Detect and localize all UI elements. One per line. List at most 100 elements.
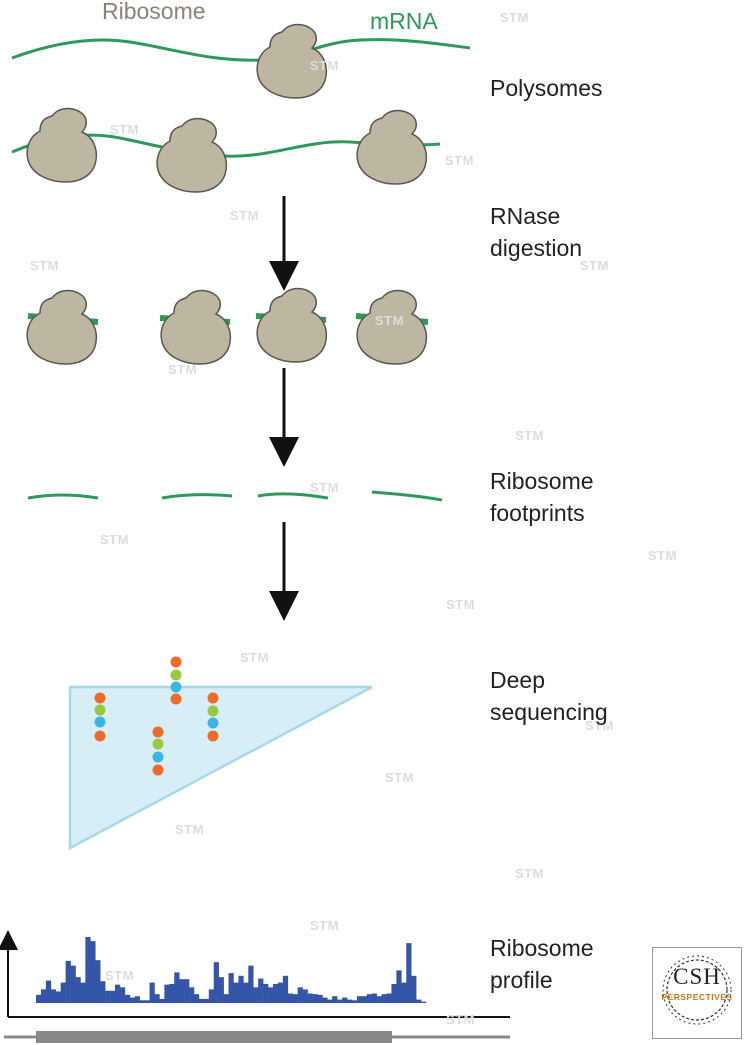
- profile-bar: [263, 983, 269, 1003]
- profile-bar: [411, 975, 417, 1003]
- profile-bar: [287, 993, 294, 1003]
- profile-label-line2: profile: [490, 967, 553, 993]
- footprint-4: [371, 490, 443, 502]
- read-cluster-1: [94, 692, 106, 742]
- ribosome-profile-label: Ribosome profile: [490, 932, 594, 996]
- watermark: STM: [105, 968, 134, 983]
- profile-bar: [366, 994, 372, 1003]
- profile-bar: [381, 994, 387, 1003]
- profile-bar: [134, 996, 140, 1003]
- profile-bar: [238, 975, 244, 1003]
- read-cluster-3: [207, 692, 219, 742]
- mrna-strand-top: [11, 38, 471, 62]
- csh-perspectives-logo: CSH PERSPECTIVES: [652, 947, 742, 1039]
- profile-bar: [124, 994, 131, 1003]
- profile-bar: [277, 982, 284, 1003]
- profile-bar: [401, 982, 407, 1003]
- profile-bar: [347, 999, 353, 1003]
- watermark: STM: [648, 548, 677, 563]
- watermark: STM: [515, 866, 544, 881]
- profile-bar: [233, 982, 239, 1003]
- digested-ribosome-2: [159, 289, 232, 365]
- polysomes-label: Polysomes: [490, 75, 603, 101]
- profile-bar: [228, 973, 234, 1003]
- profile-bar: [119, 987, 126, 1003]
- deep-sequencing-label: Deep sequencing: [490, 664, 608, 728]
- watermark: STM: [168, 362, 197, 377]
- profile-bar: [110, 990, 116, 1003]
- watermark: STM: [310, 918, 339, 933]
- profile-bar: [184, 979, 190, 1003]
- profile-bar: [282, 975, 289, 1003]
- profile-bar: [75, 977, 81, 1003]
- ribosome-footprints-label: Ribosome footprints: [490, 465, 594, 529]
- profile-bar: [223, 994, 229, 1003]
- profile-bar: [85, 937, 91, 1003]
- rnase-label-line2: digestion: [490, 235, 583, 261]
- read-cluster-4: [152, 726, 164, 776]
- profile-bar: [193, 994, 200, 1003]
- watermark: STM: [240, 650, 269, 665]
- profile-bar: [243, 982, 249, 1003]
- profile-bar: [105, 990, 111, 1003]
- mrna-label: mRNA: [370, 8, 438, 34]
- profile-bar: [189, 987, 195, 1003]
- profile-bar: [208, 989, 215, 1003]
- profile-bar: [253, 987, 259, 1003]
- profile-bar: [95, 960, 101, 1003]
- profile-bar: [421, 1001, 427, 1003]
- footprints-label-line1: Ribosome: [490, 468, 594, 494]
- watermark: STM: [515, 428, 544, 443]
- profile-bar: [213, 962, 219, 1003]
- profile-bars: [36, 937, 427, 1003]
- profile-bar: [144, 1000, 150, 1003]
- footprint-3: [257, 492, 329, 500]
- profile-bar: [164, 984, 170, 1003]
- watermark: STM: [375, 313, 404, 328]
- footprint-2: [161, 493, 233, 500]
- watermark: STM: [110, 122, 139, 137]
- rnase-label-line1: RNase: [490, 203, 561, 229]
- profile-bar: [258, 978, 264, 1003]
- profile-bar: [272, 983, 279, 1003]
- watermark: STM: [100, 532, 129, 547]
- profile-bar: [312, 994, 318, 1003]
- profile-bar: [80, 982, 86, 1003]
- dna-helix-icon: [662, 955, 732, 1025]
- watermark: STM: [310, 480, 339, 495]
- logo-text: CSH: [673, 964, 721, 989]
- rnase-digestion-label: RNase digestion: [490, 200, 582, 264]
- profile-bar: [169, 983, 175, 1003]
- watermark: STM: [500, 10, 529, 25]
- watermark: STM: [445, 153, 474, 168]
- watermark: STM: [585, 718, 614, 733]
- profile-bar: [100, 981, 106, 1003]
- profile-bar: [356, 996, 363, 1003]
- ribosome-poly-2: [156, 117, 228, 193]
- profile-bar: [159, 998, 165, 1003]
- profile-bar: [129, 997, 136, 1003]
- digested-ribosome-3: [255, 287, 328, 363]
- profile-bar: [406, 943, 412, 1003]
- profile-bar: [149, 982, 155, 1003]
- profile-bar: [203, 998, 210, 1003]
- profile-bar: [391, 983, 397, 1003]
- profile-bar: [337, 999, 343, 1003]
- gene-cds-bar: [36, 1031, 392, 1043]
- profile-bar: [376, 996, 382, 1003]
- profile-label-line1: Ribosome: [490, 935, 594, 961]
- footprints-label-line2: footprints: [490, 500, 585, 526]
- logo-subtext: PERSPECTIVES: [661, 992, 733, 1002]
- profile-bar: [36, 994, 42, 1003]
- profile-bar: [332, 996, 338, 1003]
- profile-bar: [179, 979, 185, 1003]
- profile-bar: [154, 994, 160, 1003]
- profile-bar: [307, 993, 313, 1003]
- profile-bar: [65, 960, 71, 1003]
- profile-bar: [40, 989, 47, 1003]
- ribosome-label: Ribosome: [102, 0, 206, 24]
- profile-bar: [268, 987, 274, 1003]
- profile-bar: [371, 993, 377, 1003]
- profile-bar: [50, 989, 57, 1003]
